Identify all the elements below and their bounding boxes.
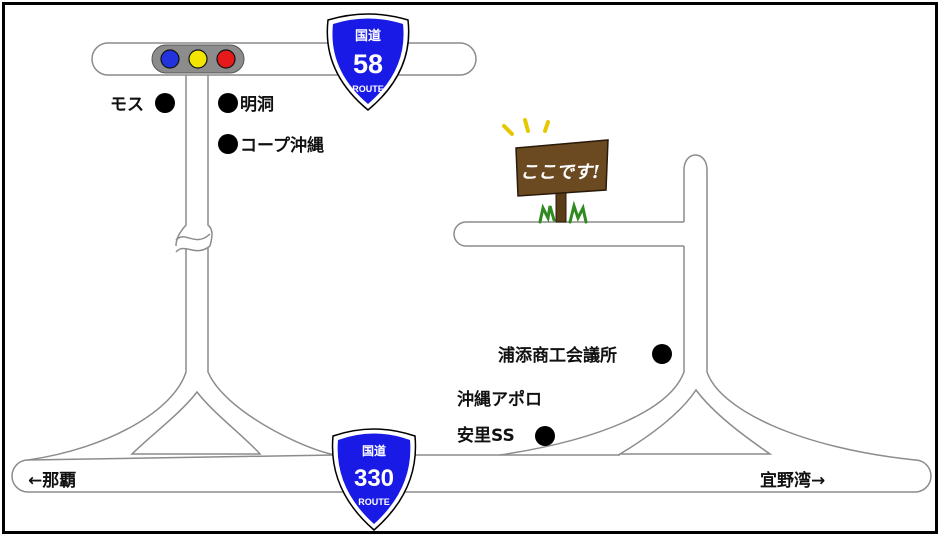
landmark-meido: 明洞 [218,93,274,115]
route-58-label-top: 国道 [355,28,381,44]
landmark-meido-dot [218,93,238,113]
landmark-chamber-label: 浦添商工会議所 [498,345,617,366]
landmark-mos: モス [110,93,175,115]
destination-signboard: ここです! [502,118,609,224]
left-connector-road-left-edge [27,75,187,461]
route-58-road [91,42,477,76]
route-330-label-bottom: ROUTE [358,497,390,507]
right-connector-road-right-edge [683,154,916,461]
direction-naha-label: ←那覇 [28,471,76,491]
signboard-text: ここです! [520,162,600,183]
left-connector-road-right-edge [207,75,336,456]
landmark-apollo-dot [535,426,555,446]
route-330-shield: 国道 330 ROUTE [331,428,417,531]
landmark-coop: コープ沖縄 [218,134,324,156]
route-330-road-top-edge [27,454,336,461]
signboard-grass-icon [538,200,588,224]
route-330-road-bottom [11,459,932,493]
road-break-mark-1 [175,233,211,241]
landmark-apollo-label-line1: 沖縄アポロ [457,389,542,410]
landmark-mos-dot [155,93,175,113]
route-330-number: 330 [354,465,394,492]
route-330-label-top: 国道 [362,443,386,458]
route-58-shield: 国道 58 ROUTE [326,13,410,111]
right-connector-road-left-edge [499,246,685,456]
landmark-mos-label: モス [110,95,144,115]
road-network [11,42,932,493]
right-junction-island [617,388,773,455]
landmark-chamber-of-commerce: 浦添商工会議所 [498,344,672,366]
signal-red-light [216,49,236,69]
signal-yellow-light [188,49,208,69]
signal-blue-light [160,49,180,69]
landmark-apollo: 沖縄アポロ 安里SS [457,389,555,446]
route-58-number: 58 [353,49,383,79]
road-break-mark-2 [175,245,211,253]
landmark-apollo-label-line2: 安里SS [457,425,515,446]
signboard-sparkle-icon [502,118,550,136]
left-junction-island [130,390,262,455]
destination-road [453,221,684,247]
landmark-coop-label: コープ沖縄 [240,135,324,156]
traffic-signal [151,44,245,74]
route-58-label-bottom: ROUTE [352,84,384,94]
landmark-coop-dot [218,134,238,154]
landmark-chamber-dot [652,344,672,364]
landmark-meido-label: 明洞 [240,95,274,115]
direction-ginowan-label: 宜野湾→ [760,470,825,491]
